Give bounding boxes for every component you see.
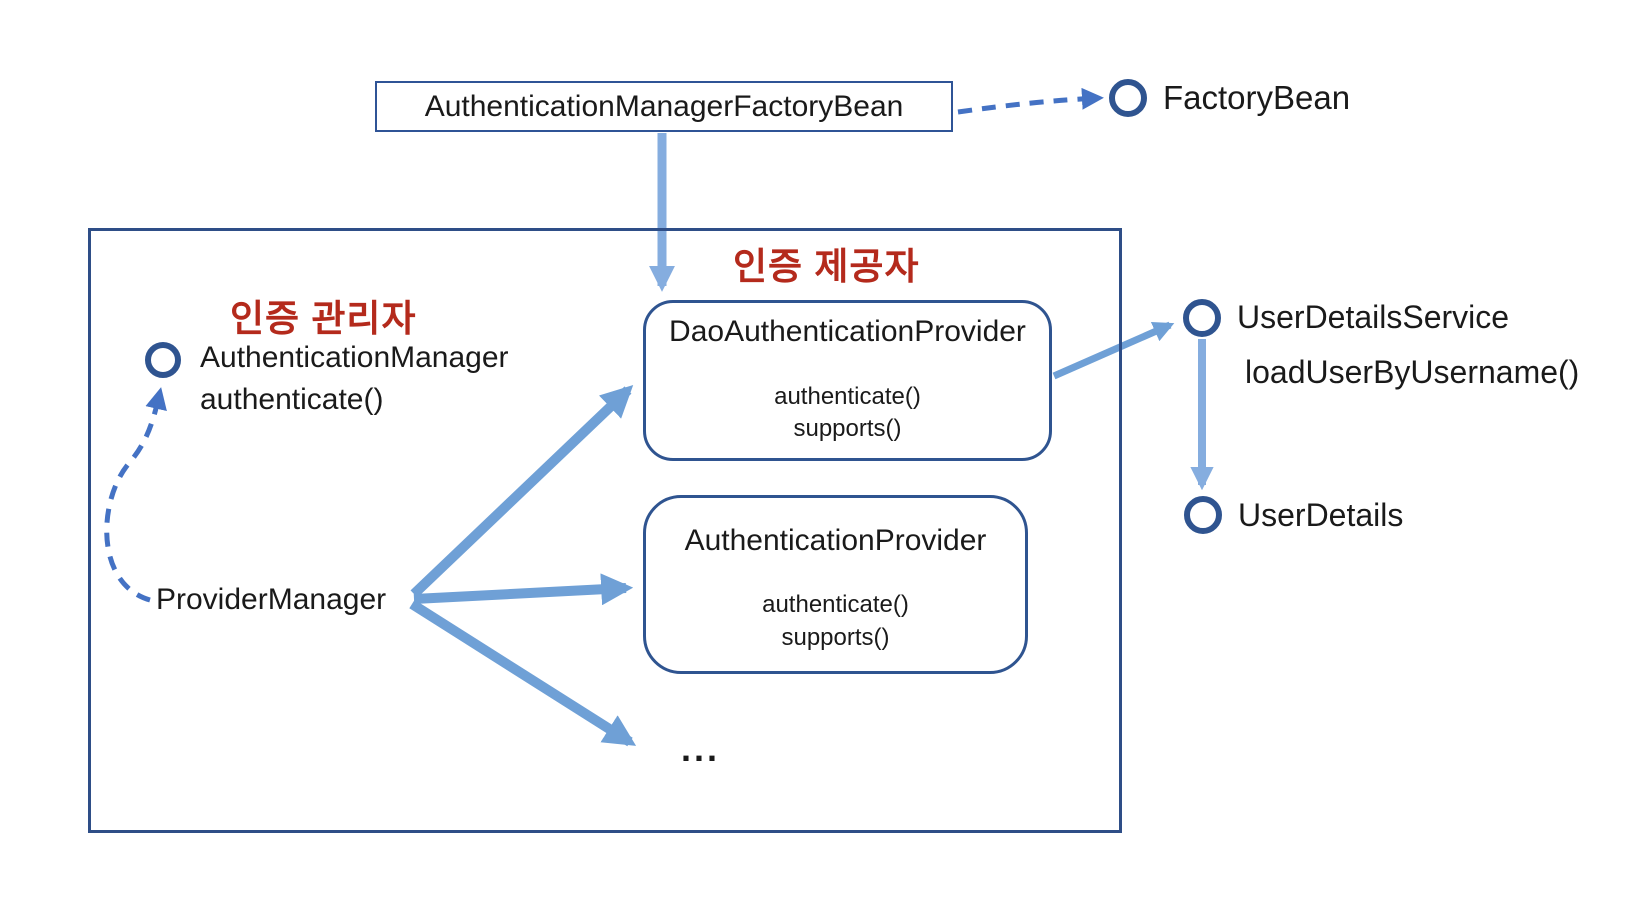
authenticationmanager-interface-circle-icon (145, 342, 181, 378)
dao-provider-method-authenticate: authenticate() (774, 383, 921, 410)
authentication-manager-factory-bean-box: AuthenticationManagerFactoryBean (375, 81, 953, 132)
providermanager-label: ProviderManager (156, 583, 387, 616)
factorybean-interface-circle-icon (1109, 79, 1147, 117)
factory-bean-box-label: AuthenticationManagerFactoryBean (424, 89, 904, 123)
authentication-container-box (88, 228, 1122, 833)
dao-provider-method-supports: supports() (793, 415, 902, 442)
more-providers-ellipsis: ... (681, 728, 721, 769)
userdetails-interface-circle-icon (1184, 496, 1222, 534)
authenticationmanager-label: AuthenticationManager (200, 341, 509, 374)
authentication-provider-heading: 인증 제공자 (733, 246, 920, 287)
auth-provider-method-authenticate: authenticate() (762, 591, 909, 618)
authenticationmanager-method-label: authenticate() (200, 383, 384, 416)
dao-provider-title: DaoAuthenticationProvider (669, 315, 1026, 348)
dao-authentication-provider-box: DaoAuthenticationProvider authenticate()… (643, 300, 1052, 461)
authentication-provider-box: AuthenticationProvider authenticate() su… (643, 495, 1028, 674)
authentication-manager-heading: 인증 관리자 (230, 298, 417, 339)
auth-provider-title: AuthenticationProvider (684, 524, 987, 557)
userdetails-label: UserDetails (1238, 497, 1404, 533)
arrow-factorybean-dashed (957, 87, 1104, 115)
userdetailsservice-label: UserDetailsService (1237, 299, 1510, 335)
factorybean-label: FactoryBean (1163, 79, 1351, 116)
userdetailsservice-method-label: loadUserByUsername() (1245, 354, 1580, 390)
auth-provider-method-supports: supports() (781, 624, 890, 651)
userdetailsservice-interface-circle-icon (1183, 299, 1221, 337)
